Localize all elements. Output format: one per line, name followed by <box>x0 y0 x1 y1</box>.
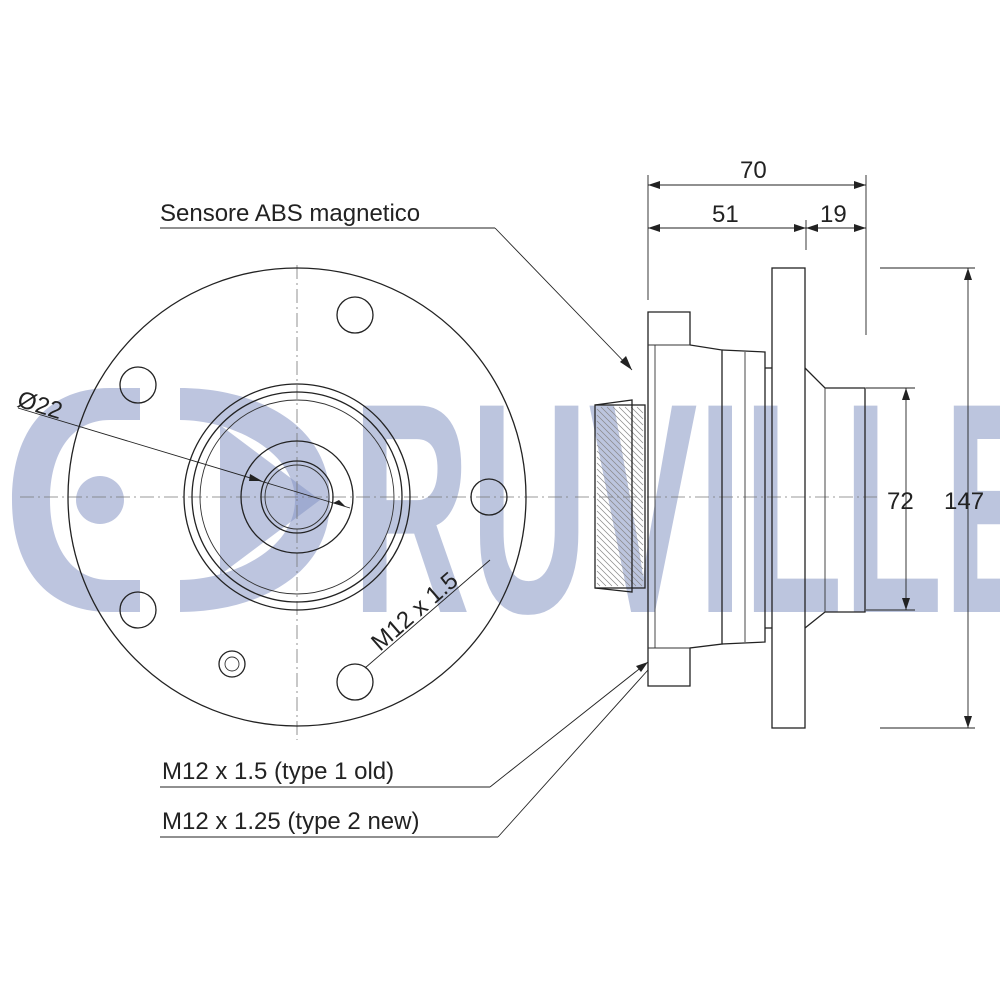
hatch-line <box>596 426 644 474</box>
bolt-hole <box>470 478 508 516</box>
abs-ring-hatch <box>596 406 644 587</box>
hatch-line <box>596 420 644 468</box>
hatch-line <box>596 438 644 486</box>
dimension-total-width: 70 <box>740 157 767 184</box>
bearing-body <box>721 349 766 645</box>
hatch-line <box>596 576 607 587</box>
sensor-label: Sensore ABS magnetico <box>160 200 420 227</box>
hub-bore-inner <box>260 460 334 534</box>
dimensions: 70 51 19 72 147 <box>647 157 984 729</box>
bolt-hole <box>336 296 374 334</box>
hatch-line <box>596 474 644 522</box>
diameter-label: Ø22 <box>14 386 65 425</box>
hatch-line <box>596 480 644 528</box>
hatch-line <box>596 528 644 576</box>
hatch-line <box>600 406 644 450</box>
thread-leader <box>364 559 491 669</box>
hatch-line <box>596 492 644 540</box>
hatch-line <box>596 582 601 587</box>
bolt-holes <box>119 296 508 701</box>
brand-logo-icon <box>12 388 330 612</box>
hatch-line <box>596 564 619 587</box>
thread-type1-label: M12 x 1.5 (type 1 old) <box>162 758 394 785</box>
hatch-line <box>596 456 644 504</box>
hatch-line <box>624 406 644 426</box>
flange-pilot-inner <box>191 391 403 603</box>
bolt-hole <box>119 591 157 629</box>
hatch-line <box>596 414 644 462</box>
hatch-line <box>596 486 644 534</box>
hub-bore-chamfer <box>264 464 330 530</box>
hatch-line <box>596 432 644 480</box>
hatch-line <box>596 522 644 570</box>
hatch-line <box>596 516 644 564</box>
hatch-line <box>596 534 644 582</box>
dimension-outer-diameter: 147 <box>944 488 984 515</box>
flange-pilot-outer <box>183 383 411 611</box>
thread-type2-leader <box>497 669 649 838</box>
bolt-hole <box>336 663 374 701</box>
diameter-leader <box>17 407 351 509</box>
hatch-line <box>630 406 644 420</box>
hatch-line <box>596 510 644 558</box>
hatch-line <box>612 406 644 438</box>
hatch-line <box>636 406 644 414</box>
thread-type2-label: M12 x 1.25 (type 2 new) <box>162 808 419 835</box>
abs-sensor-ring <box>594 404 646 589</box>
side-view <box>575 267 880 729</box>
hatch-line <box>618 406 644 432</box>
sensor-leader <box>494 227 633 371</box>
bolt-hole <box>119 366 157 404</box>
brand-wordmark: RUVILLE <box>352 340 1000 676</box>
dimension-hub-width: 51 <box>712 201 739 228</box>
hatch-line <box>596 540 643 587</box>
flange-pilot-chamfer <box>199 399 395 595</box>
hatch-line <box>596 468 644 516</box>
hatch-line <box>596 552 631 587</box>
hatch-line <box>596 570 613 587</box>
hatch-line <box>596 408 644 456</box>
dimension-inner-diameter: 72 <box>887 488 914 515</box>
hatch-line <box>596 546 637 587</box>
dimension-flange-width: 19 <box>820 201 847 228</box>
thread-type1-leader <box>489 661 649 788</box>
hatch-line <box>596 498 644 546</box>
wheel-pilot <box>804 367 866 629</box>
hatch-line <box>606 406 644 444</box>
callouts: Sensore ABS magnetico M12 x 1.5 (type 1 … <box>160 200 649 838</box>
brand-watermark: RUVILLE <box>12 340 1000 676</box>
locating-pin-hole <box>218 650 246 678</box>
inner-race <box>594 399 633 593</box>
hatch-line <box>596 504 644 552</box>
hatch-line <box>596 462 644 510</box>
wheel-flange <box>771 267 806 729</box>
hatch-line <box>596 444 644 492</box>
hatch-line <box>596 450 644 498</box>
hub-bore-outer <box>240 440 354 554</box>
hatch-line <box>596 558 625 587</box>
flange-outer-circle <box>67 267 527 727</box>
